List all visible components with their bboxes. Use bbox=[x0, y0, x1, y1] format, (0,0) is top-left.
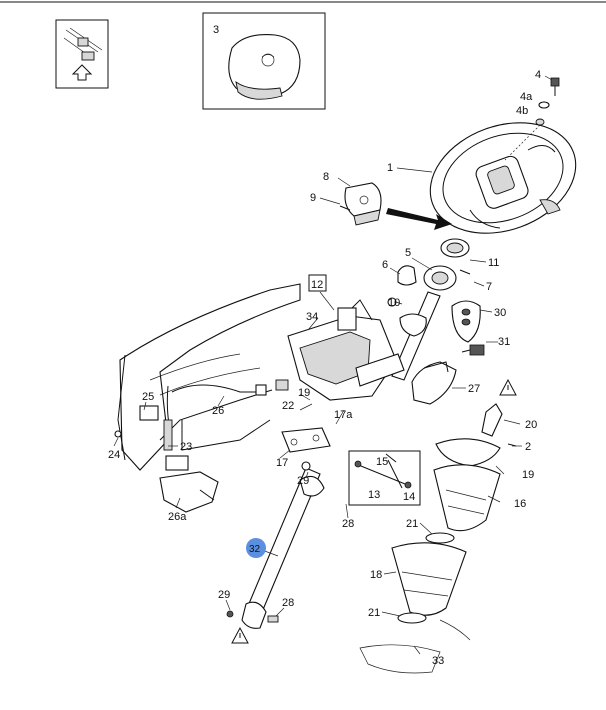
callout-29-upper[interactable]: 29 bbox=[297, 475, 309, 487]
callout-16[interactable]: 16 bbox=[514, 498, 526, 510]
callout-20[interactable]: 20 bbox=[525, 419, 537, 431]
callout-26a[interactable]: 26a bbox=[168, 511, 187, 523]
callout-13[interactable]: 13 bbox=[368, 489, 380, 501]
callout-24[interactable]: 24 bbox=[108, 449, 120, 461]
detail-box-13-15 bbox=[348, 450, 421, 506]
boot-assembly bbox=[359, 403, 517, 674]
bracket-17 bbox=[281, 427, 331, 453]
callout-18[interactable]: 18 bbox=[370, 569, 382, 581]
callout-4a[interactable]: 4a bbox=[520, 91, 533, 103]
callout-23[interactable]: 23 bbox=[180, 441, 192, 453]
callout-6[interactable]: 6 bbox=[382, 259, 388, 271]
callout-12[interactable]: 12 bbox=[311, 279, 323, 291]
callout-29-lower[interactable]: 29 bbox=[218, 589, 230, 601]
callout-4b[interactable]: 4b bbox=[516, 105, 528, 117]
callout-5[interactable]: 5 bbox=[405, 247, 411, 259]
callout-32[interactable]: 32 bbox=[249, 544, 261, 555]
warning-triangle-icon bbox=[231, 626, 249, 644]
callout-8[interactable]: 8 bbox=[323, 171, 329, 183]
callout-21-lower[interactable]: 21 bbox=[368, 607, 380, 619]
callout-labels: 3 1 4 4a 4b 8 9 11 5 6 7 10 12 30 31 27 … bbox=[108, 24, 541, 667]
ring-11 bbox=[440, 238, 470, 258]
callout-25[interactable]: 25 bbox=[142, 391, 154, 403]
callout-19-right[interactable]: 19 bbox=[522, 469, 534, 481]
callout-28-upper[interactable]: 28 bbox=[342, 518, 354, 530]
callout-11[interactable]: 11 bbox=[488, 257, 499, 269]
callout-17[interactable]: 17 bbox=[276, 457, 288, 469]
callout-4[interactable]: 4 bbox=[535, 69, 541, 81]
airbag-detail-box bbox=[202, 12, 326, 110]
callout-17a[interactable]: 17a bbox=[334, 409, 353, 421]
callout-10[interactable]: 10 bbox=[388, 297, 400, 309]
switch-assembly bbox=[397, 265, 471, 291]
callout-22[interactable]: 22 bbox=[282, 400, 294, 412]
callout-26[interactable]: 26 bbox=[212, 405, 224, 417]
callout-2[interactable]: 2 bbox=[525, 441, 531, 453]
orientation-arrow-icon bbox=[71, 64, 93, 81]
callout-21-upper[interactable]: 21 bbox=[406, 518, 418, 530]
steering-column-upper bbox=[387, 291, 441, 381]
callout-30[interactable]: 30 bbox=[494, 307, 506, 319]
callout-3[interactable]: 3 bbox=[213, 24, 219, 36]
orientation-thumbnail bbox=[55, 19, 109, 89]
dashboard-outline bbox=[117, 283, 301, 471]
callout-19-left[interactable]: 19 bbox=[298, 387, 310, 399]
bracket-box-12 bbox=[308, 274, 327, 292]
bolt-and-washers bbox=[504, 77, 560, 161]
callout-33[interactable]: 33 bbox=[432, 655, 444, 667]
callout-1[interactable]: 1 bbox=[387, 162, 393, 174]
callout-7[interactable]: 7 bbox=[486, 281, 492, 293]
intermediate-shaft bbox=[226, 461, 325, 629]
key-fob-30 bbox=[451, 300, 481, 343]
callout-9[interactable]: 9 bbox=[310, 192, 316, 204]
warning-triangle-icon bbox=[499, 378, 517, 396]
highlight-marker bbox=[246, 538, 266, 558]
callout-27[interactable]: 27 bbox=[468, 383, 480, 395]
steering-wheel bbox=[429, 122, 577, 234]
callout-14[interactable]: 14 bbox=[403, 491, 415, 503]
part-27 bbox=[411, 361, 457, 405]
column-bracket bbox=[287, 299, 405, 401]
callout-15[interactable]: 15 bbox=[376, 456, 388, 468]
callout-34[interactable]: 34 bbox=[306, 311, 318, 323]
pointer-arrow bbox=[386, 208, 452, 230]
pedal-assembly bbox=[114, 379, 289, 513]
key-31 bbox=[461, 344, 485, 356]
callout-28-lower[interactable]: 28 bbox=[282, 597, 294, 609]
callout-31[interactable]: 31 bbox=[498, 336, 510, 348]
module-8 bbox=[339, 182, 382, 226]
